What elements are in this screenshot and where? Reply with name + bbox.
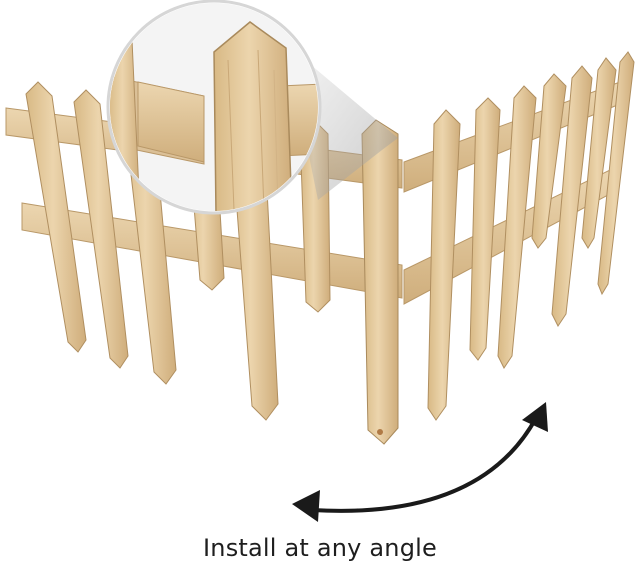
right-picket-5 bbox=[551, 65, 593, 327]
right-picket-4 bbox=[531, 73, 567, 249]
right-picket-2 bbox=[469, 97, 501, 361]
left-picket-2 bbox=[73, 89, 129, 369]
left-picket-1 bbox=[25, 81, 87, 353]
right-picket-1 bbox=[427, 109, 461, 421]
corner-picket bbox=[361, 119, 399, 445]
caption-text: Install at any angle bbox=[203, 534, 437, 562]
fence-right-section bbox=[403, 51, 635, 421]
right-picket-7 bbox=[597, 51, 635, 296]
right-picket-3 bbox=[497, 85, 537, 369]
right-picket-6 bbox=[581, 57, 617, 249]
curved-double-arrow-icon bbox=[292, 402, 548, 522]
wood-knot bbox=[377, 429, 383, 435]
magnifier-callout bbox=[106, 0, 398, 215]
